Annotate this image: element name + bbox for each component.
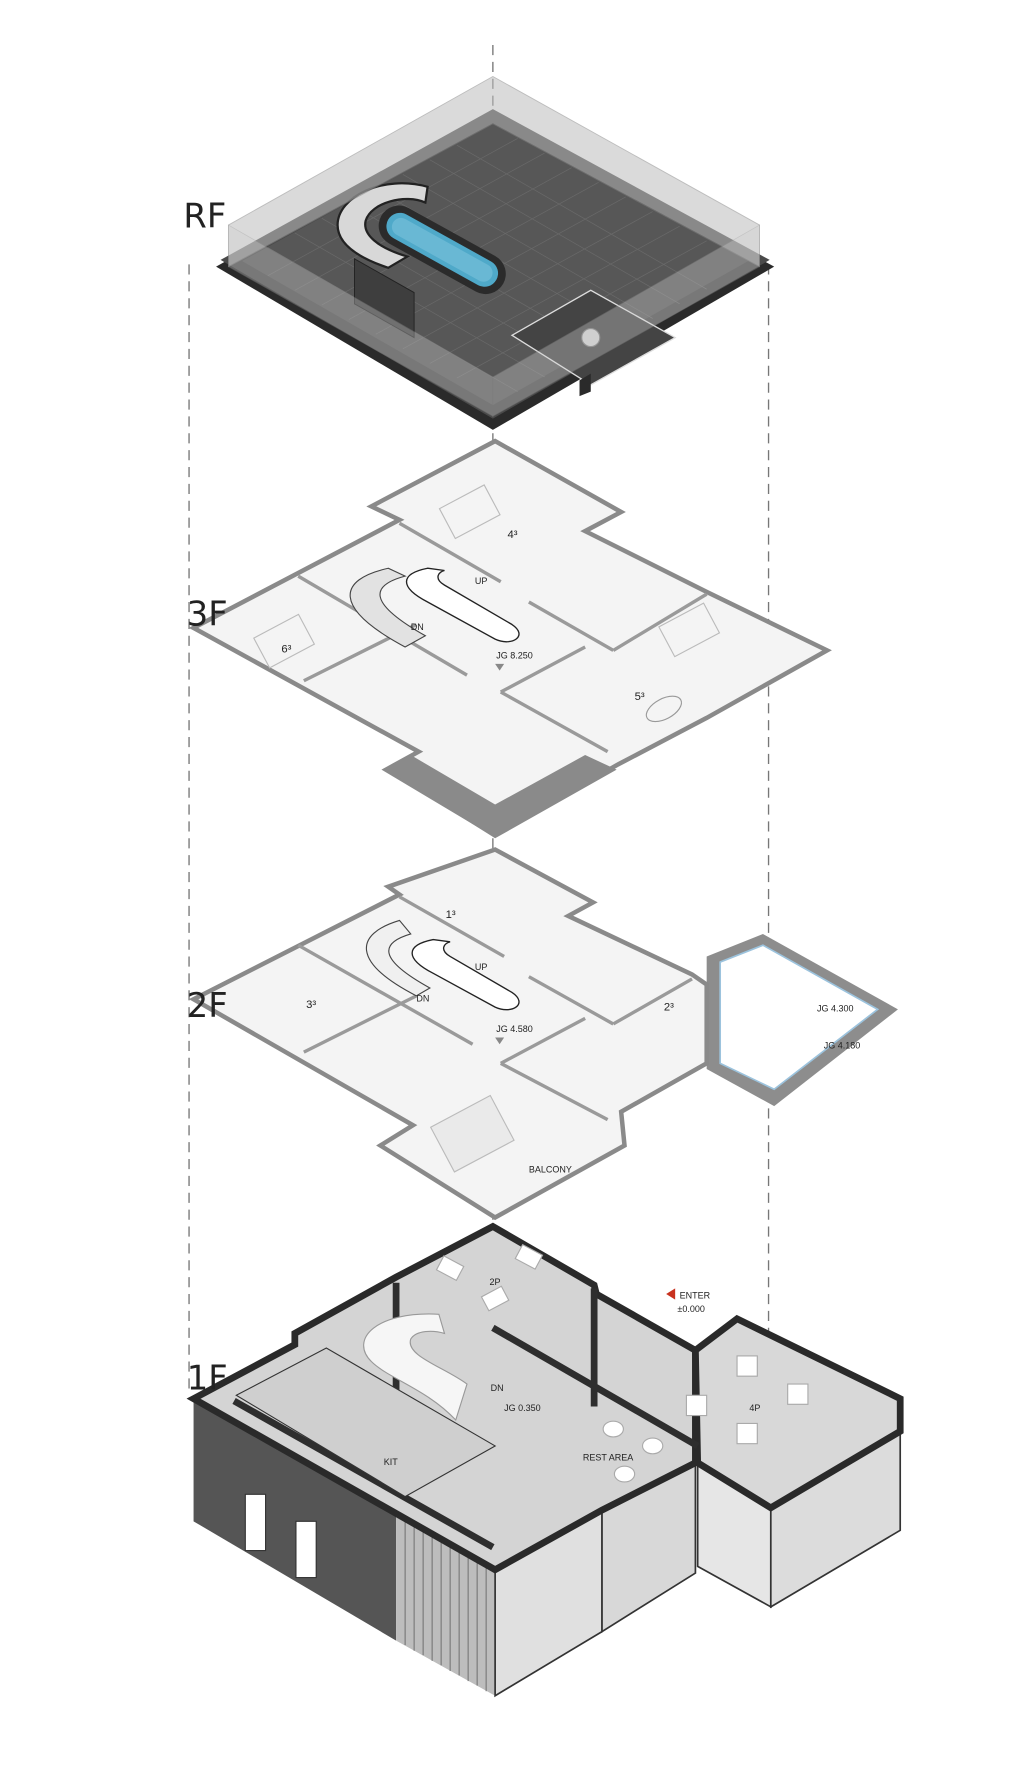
window-2	[295, 1520, 317, 1579]
kitchen-floor	[235, 1347, 497, 1498]
second-floor-slab	[188, 847, 709, 1221]
rest-area-label: REST AREA	[583, 1453, 633, 1463]
west-wall-face	[193, 1398, 397, 1641]
bed-6	[253, 613, 316, 669]
level-mark-1f: JG 0.350	[504, 1403, 541, 1413]
third-floor-stair-core	[406, 567, 520, 643]
floor-label-2f: 2F	[187, 986, 228, 1025]
third-floor-plan: 4³ UP DN 6³ JG 8.250 5³ 3F	[187, 438, 832, 839]
level-mark-3f: JG 8.250	[496, 650, 533, 660]
dining-4p-label: 4P	[749, 1403, 760, 1413]
vertical-fins	[404, 1519, 487, 1692]
roof-bar-counter	[354, 258, 415, 339]
room-6-label: 6³	[281, 644, 291, 656]
rooftop-pool	[378, 205, 506, 295]
floor-label-rf: RF	[183, 196, 226, 235]
stair-dn-label-1f: DN	[491, 1383, 504, 1393]
roof-round-table	[581, 328, 601, 348]
window-1	[244, 1493, 267, 1552]
bed-4	[438, 484, 501, 540]
balcony-label: BALCONY	[529, 1164, 572, 1174]
spiral-stair	[363, 1313, 468, 1422]
glass-parapet	[227, 76, 761, 268]
second-floor-stair	[365, 919, 431, 997]
second-floor-extension-inner	[719, 944, 880, 1091]
stair-dn-label-2f: DN	[416, 993, 429, 1003]
level-triangle-2f	[495, 1037, 505, 1045]
entrance-level-mark: ±0.000	[677, 1304, 704, 1314]
room-4-label: 4³	[507, 529, 517, 541]
stair-dn-label: DN	[411, 622, 424, 632]
ground-floor-model: 2P ENTER ±0.000 DN JG 0.350 KIT REST ARE…	[186, 1222, 904, 1698]
room-1-label: 1³	[446, 909, 456, 921]
bathtub	[645, 695, 683, 723]
level-mark-extension-top: JG 4.300	[817, 1004, 854, 1014]
roof-floor: RF	[183, 76, 775, 430]
level-mark-2f: JG 4.580	[496, 1024, 533, 1034]
bed-5	[658, 602, 721, 658]
third-floor-stair	[349, 567, 427, 648]
enter-label: ENTER	[680, 1291, 711, 1301]
floor-label-1f: 1F	[187, 1359, 228, 1398]
floor-label-3f: 3F	[187, 595, 228, 634]
room-3-label: 3³	[306, 999, 316, 1011]
roof-stair-notch	[579, 373, 591, 397]
glass-parapet-front-right	[492, 224, 760, 417]
stair-up-label-2f: UP	[475, 962, 488, 972]
ground-floor-furniture	[435, 1243, 809, 1483]
balcony-area	[429, 1094, 515, 1173]
kitchen-label: KIT	[384, 1457, 399, 1467]
level-mark-extension-bottom: JG 4.180	[824, 1041, 861, 1051]
third-floor-terrace	[385, 755, 617, 839]
second-floor-walls	[297, 895, 693, 1122]
room-2-label: 2³	[664, 1001, 674, 1013]
enter-arrow-icon	[666, 1288, 676, 1300]
stair-up-label: UP	[475, 576, 488, 586]
dining-2p-label: 2P	[489, 1277, 500, 1287]
second-floor-stair-core	[411, 938, 520, 1011]
level-triangle-3f	[495, 663, 505, 671]
glass-parapet-front	[228, 224, 494, 417]
room-5-label: 5³	[635, 691, 645, 703]
second-floor-plan: 1³ UP DN 3³ JG 4.580 2³ JG 4.300 JG 4.18…	[187, 847, 898, 1221]
